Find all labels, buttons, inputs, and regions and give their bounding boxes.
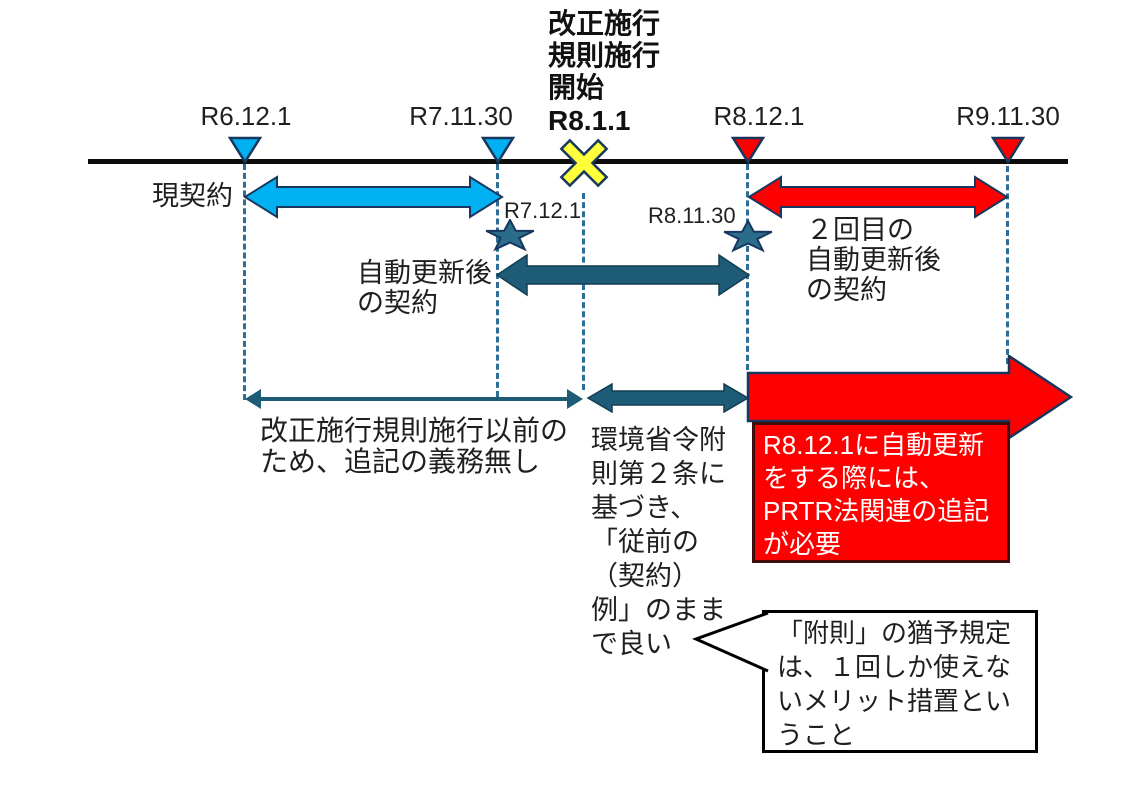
star-marker-r7-12-1-icon: [485, 219, 535, 252]
obligation-period-arrow: [746, 355, 1073, 439]
current-contract-arrow: [243, 175, 504, 219]
grace-rule-callout: 「附則」の猶予規定 は、１回しか使えな いメリット措置とい うこと: [762, 610, 1038, 753]
current-contract-label: 現契約: [152, 181, 233, 211]
prtr-required-box: R8.12.1に自動更新 をする際には、 PRTR法関連の追記 が必要: [752, 422, 1010, 563]
date-label-r8-11-30: R8.11.30: [648, 203, 736, 228]
renewed-contract-label: 自動更新後 の契約: [357, 258, 492, 318]
second-renewal-label: ２回目の 自動更新後 の契約: [806, 215, 941, 305]
pre-enforcement-span-arrow: [245, 389, 583, 409]
dashed-guide-r8-1-1: [582, 193, 585, 390]
triangle-marker-r8-12-1-icon: [731, 136, 765, 164]
no-obligation-note: 改正施行規則施行以前の ため、追記の義務無し: [260, 415, 569, 477]
header-date: R8.1.1: [548, 105, 631, 136]
yellow-x-marker-icon: [559, 138, 609, 188]
ministry-ordinance-note: 環境省令附 則第２条に 基づき、 「従前の （契約） 例」のまま で良い: [591, 425, 726, 659]
callout-tail-icon: [691, 611, 769, 673]
grace-period-arrow: [586, 383, 750, 413]
star-marker-r8-11-30-icon: [723, 220, 773, 253]
triangle-marker-r6-12-1-icon: [228, 136, 262, 164]
date-label-r8-12-1: R8.12.1: [713, 101, 805, 131]
dashed-guide-r7-11-30: [496, 164, 499, 397]
triangle-marker-r9-11-30-icon: [991, 136, 1025, 164]
date-label-r9-11-30: R9.11.30: [956, 101, 1060, 131]
dashed-guide-r9-11-30: [1006, 166, 1009, 364]
second-renewal-arrow: [747, 175, 1009, 219]
dashed-guide-r8-12-1: [746, 164, 749, 370]
header-title: 改正施行 規則施行 開始: [548, 8, 661, 103]
triangle-marker-r7-11-30-icon: [481, 136, 515, 164]
date-label-r7-11-30: R7.11.30: [409, 101, 513, 131]
date-label-r6-12-1: R6.12.1: [200, 101, 292, 131]
renewed-contract-arrow: [495, 253, 751, 297]
dashed-guide-r6-12-1: [243, 164, 246, 400]
date-label-r7-12-1: R7.12.1: [504, 198, 582, 223]
